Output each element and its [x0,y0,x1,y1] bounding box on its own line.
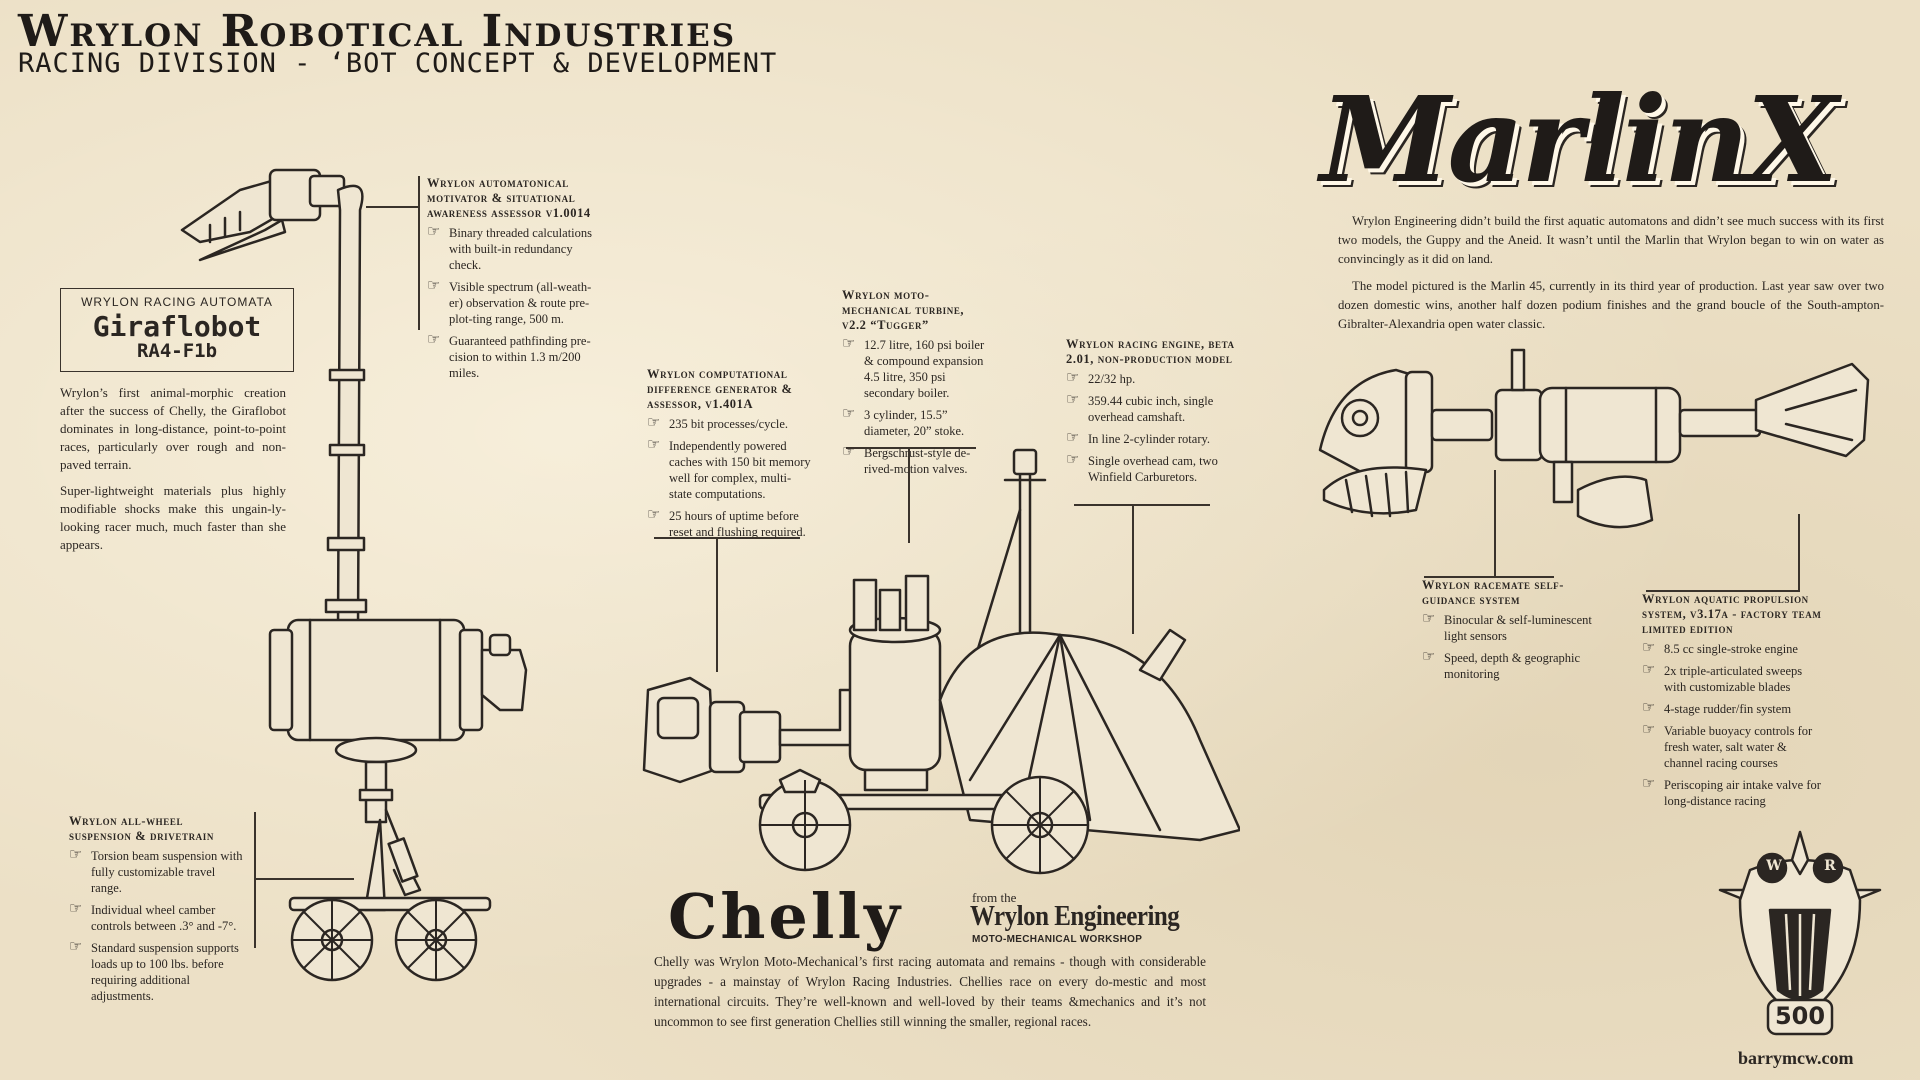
callout-item: Variable buoyacy controls for fresh wate… [1642,721,1826,771]
callout-item: Guaranteed pathfinding pre-cision to wit… [427,331,597,381]
callout-leader-line [1074,504,1210,506]
callout-item: Visible spectrum (all-weath-er) observat… [427,277,597,327]
emblem-left-letter: W [1766,858,1782,874]
callout-item: 359.44 cubic inch, single overhead camsh… [1066,391,1242,425]
giraflobot-description: Wrylon’s first animal-morphic creation a… [60,384,286,562]
emblem-right-letter: R [1824,858,1836,874]
callout-item: Individual wheel camber controls between… [69,900,249,934]
callout-item: 25 hours of uptime before reset and flus… [647,506,813,540]
callout-title: Wrylon all-wheel suspension & drivetrain [69,814,214,843]
page-subtitle: RACING DIVISION - ‘BOT CONCEPT & DEVELOP… [18,48,778,79]
callout-title: Wrylon aquatic propulsion system, v3.17a… [1642,592,1822,636]
callout-title: Wrylon computational difference generato… [647,367,793,411]
callout-title: Wrylon racing engine, beta 2.01, non-pro… [1066,337,1235,366]
callout-leader-line [1494,470,1496,576]
callout-title: Wrylon moto-mechanical turbine, v2.2 “Tu… [842,288,965,332]
giraflobot-paragraph-2: Super-lightweight materials plus highly … [60,483,286,552]
callout-item: Speed, depth & geographic monitoring [1422,648,1598,682]
badge-top-label: WRYLON RACING AUTOMATA [81,295,273,309]
callout-item: 235 bit processes/cycle. [647,414,813,432]
callout-item: 2x triple-articulated sweeps with custom… [1642,661,1826,695]
marlin-illustration [1318,348,1870,529]
callout-item: 3 cylinder, 15.5” diameter, 20” stoke. [842,405,992,439]
callout-propulsion: Wrylon aquatic propulsion system, v3.17a… [1642,592,1826,815]
callout-item: Binocular & self-luminescent light senso… [1422,610,1598,644]
callout-item: 12.7 litre, 160 psi boiler & compound ex… [842,335,992,401]
callout-item: Bergschrust-style de-rived-motion valves… [842,443,992,477]
giraflobot-badge: WRYLON RACING AUTOMATA Giraflobot RA4-F1… [60,288,294,372]
page-title: Wrylon Robotical Industries [18,6,737,57]
callout-item: 22/32 hp. [1066,369,1242,387]
badge-name: Giraflobot [92,310,262,343]
chelly-title: Chelly [668,880,903,953]
callout-title: Wrylon automatonical motivator & situati… [427,176,591,220]
marlin-title: MarlinX [1320,70,1838,209]
chelly-description: Chelly was Wrylon Moto-Mechanical’s firs… [654,952,1206,1040]
callout-item: 8.5 cc single-stroke engine [1642,639,1826,657]
callout-leader-line [908,447,910,543]
callout-leader-line [254,878,354,880]
badge-code: RA4-F1b [136,340,218,362]
callout-item: Torsion beam suspension with fully custo… [69,846,249,896]
website-link[interactable]: barrymcw.com [1738,1048,1854,1068]
giraflobot-illustration [180,168,528,982]
callout-leader-line [418,176,420,330]
callout-item: Standard suspension supports loads up to… [69,938,249,1004]
callout-leader-line [654,537,800,539]
callout-leader-line [846,447,976,449]
callout-leader-line [1798,514,1800,590]
callout-leader-line [1424,576,1554,578]
callout-item: Periscoping air intake valve for long-di… [1642,775,1826,809]
callout-motivator: Wrylon automatonical motivator & situati… [427,176,597,387]
callout-item: Independently powered caches with 150 bi… [647,436,813,502]
marlin-paragraph-1: Wrylon Engineering didn’t build the firs… [1338,214,1884,266]
chelly-from-the: from the [972,890,1017,905]
callout-engine: Wrylon racing engine, beta 2.01, non-pro… [1066,337,1242,491]
callout-leader-line [716,537,718,672]
callout-item: Single overhead cam, two Winfield Carbur… [1066,451,1242,485]
marlin-paragraph-2: The model pictured is the Marlin 45, cur… [1338,279,1884,331]
marlin-description: Wrylon Engineering didn’t build the firs… [1338,212,1884,342]
callout-turbine: Wrylon moto-mechanical turbine, v2.2 “Tu… [842,288,992,483]
wr-500-emblem [1718,830,1882,1036]
callout-guidance: Wrylon racemate self-guidance system Bin… [1422,578,1598,688]
callout-item: In line 2-cylinder rotary. [1066,429,1242,447]
chelly-maker: Wrylon Engineering [970,900,1180,932]
callout-leader-line [1132,504,1134,634]
callout-suspension: Wrylon all-wheel suspension & drivetrain… [69,814,249,1010]
giraflobot-paragraph-1: Wrylon’s first animal-morphic creation a… [60,385,286,472]
callout-leader-line [366,206,418,208]
chelly-workshop: MOTO-MECHANICAL WORKSHOP [972,934,1143,945]
callout-leader-line [254,812,256,948]
chelly-illustration [642,448,1240,875]
callout-item: Binary threaded calculations with built-… [427,223,597,273]
callout-computational: Wrylon computational difference generato… [647,367,813,546]
callout-leader-line [1646,590,1800,592]
chelly-paragraph: Chelly was Wrylon Moto-Mechanical’s firs… [654,954,1206,1029]
emblem-number: 500 [1774,1002,1826,1030]
callout-title: Wrylon racemate self-guidance system [1422,578,1565,607]
callout-item: 4-stage rudder/fin system [1642,699,1826,717]
